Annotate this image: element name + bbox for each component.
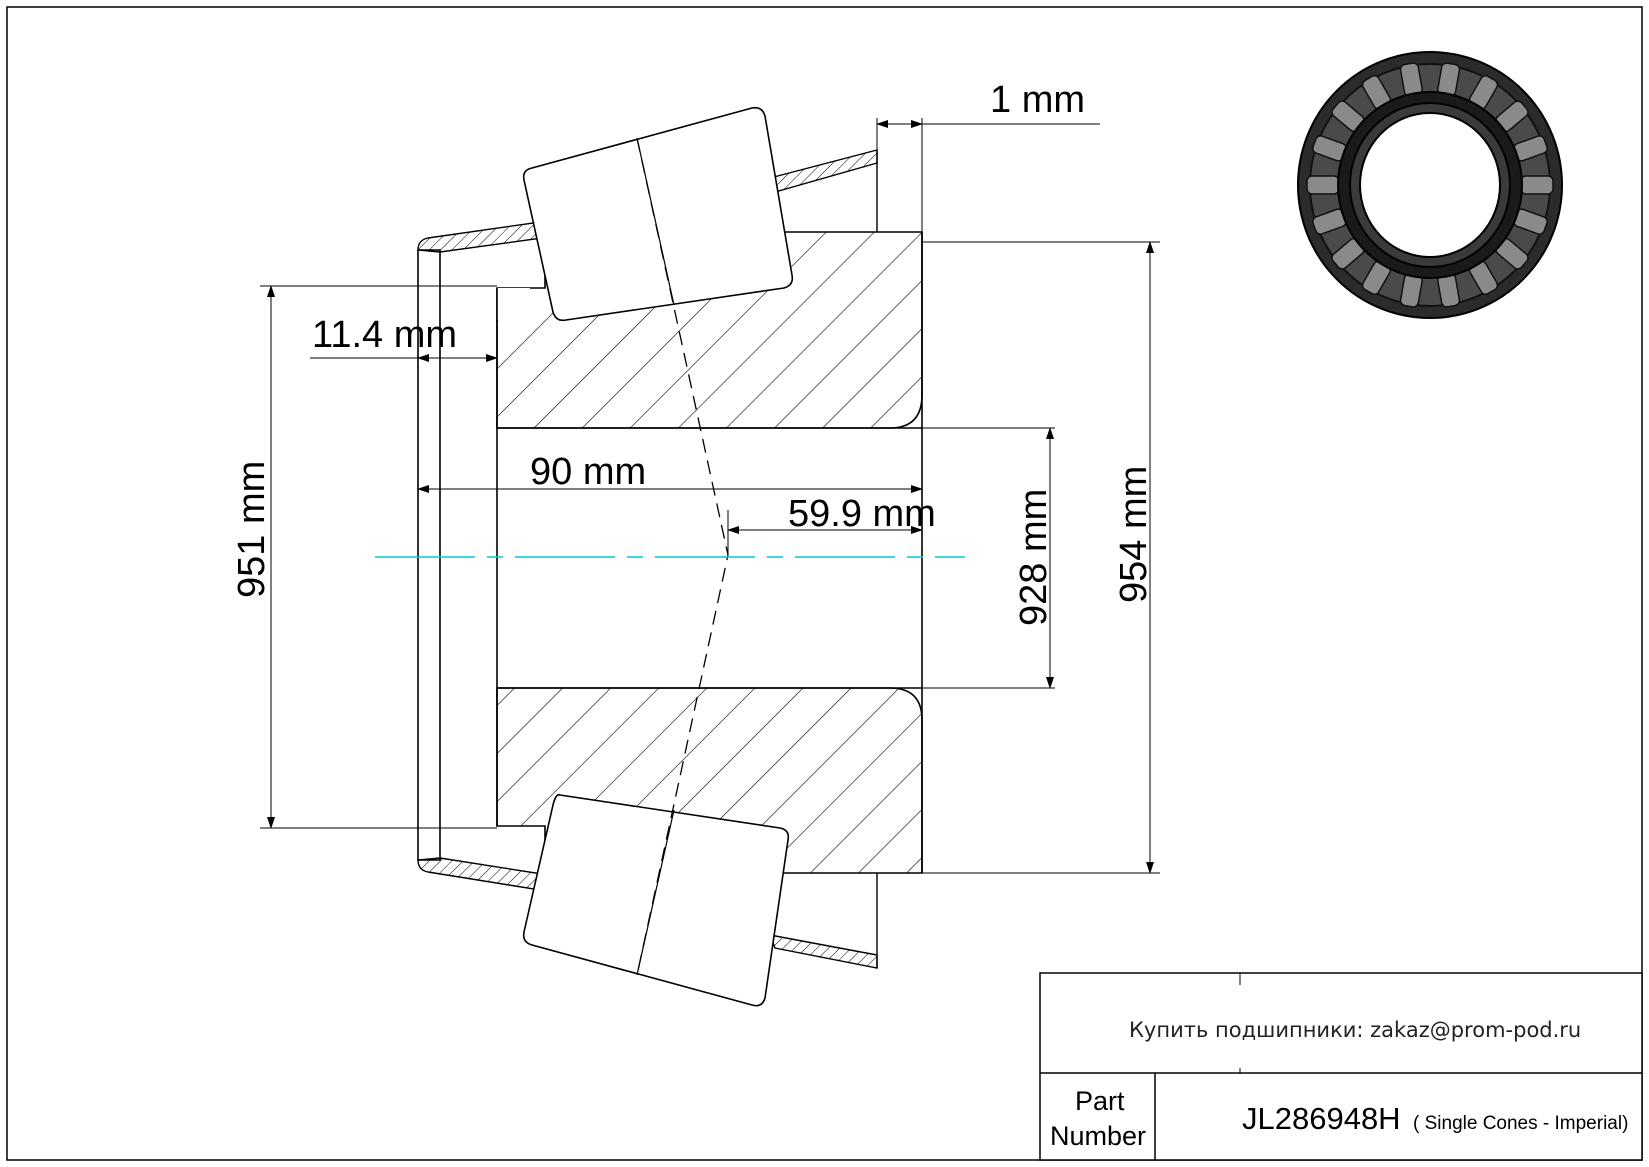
- part-label-line2: Number: [1050, 1121, 1146, 1151]
- dim-90mm: 90 mm: [417, 451, 923, 493]
- title-block: Купить подшипники: zakaz@prom-pod.ru Par…: [1039, 972, 1643, 1161]
- dim-951mm-label: 951 mm: [231, 461, 273, 598]
- roller-3d: [1306, 175, 1340, 195]
- part-number: JL286948H: [1242, 1101, 1401, 1136]
- bearing-3d-preview: [1297, 51, 1563, 319]
- part-description: ( Single Cones - Imperial): [1413, 1113, 1628, 1134]
- buy-contact-text: Купить подшипники: zakaz@prom-pod.ru: [1129, 1018, 1581, 1042]
- dim-90mm-label: 90 mm: [530, 451, 646, 493]
- dim-1mm: 1 mm: [876, 79, 1100, 232]
- roller-lower: [522, 793, 790, 1007]
- roller-3d: [1520, 175, 1554, 195]
- dim-928mm-label: 928 mm: [1013, 489, 1055, 626]
- dim-951mm: 951 mm: [231, 285, 497, 829]
- dim-11-4mm-label: 11.4 mm: [312, 314, 457, 356]
- dim-954mm: 954 mm: [922, 241, 1160, 874]
- dim-1mm-label: 1 mm: [990, 79, 1085, 121]
- dim-928mm: 928 mm: [922, 427, 1055, 689]
- dim-954mm-label: 954 mm: [1113, 466, 1155, 603]
- dim-11-4mm: 11.4 mm: [310, 314, 498, 362]
- part-label-line1: Part: [1075, 1086, 1125, 1116]
- roller-upper: [522, 106, 794, 322]
- dim-59-9mm-label: 59.9 mm: [788, 493, 936, 535]
- dim-59-9mm: 59.9 mm: [727, 493, 936, 555]
- cage: [417, 149, 878, 969]
- drawing-border: [6, 6, 1643, 1161]
